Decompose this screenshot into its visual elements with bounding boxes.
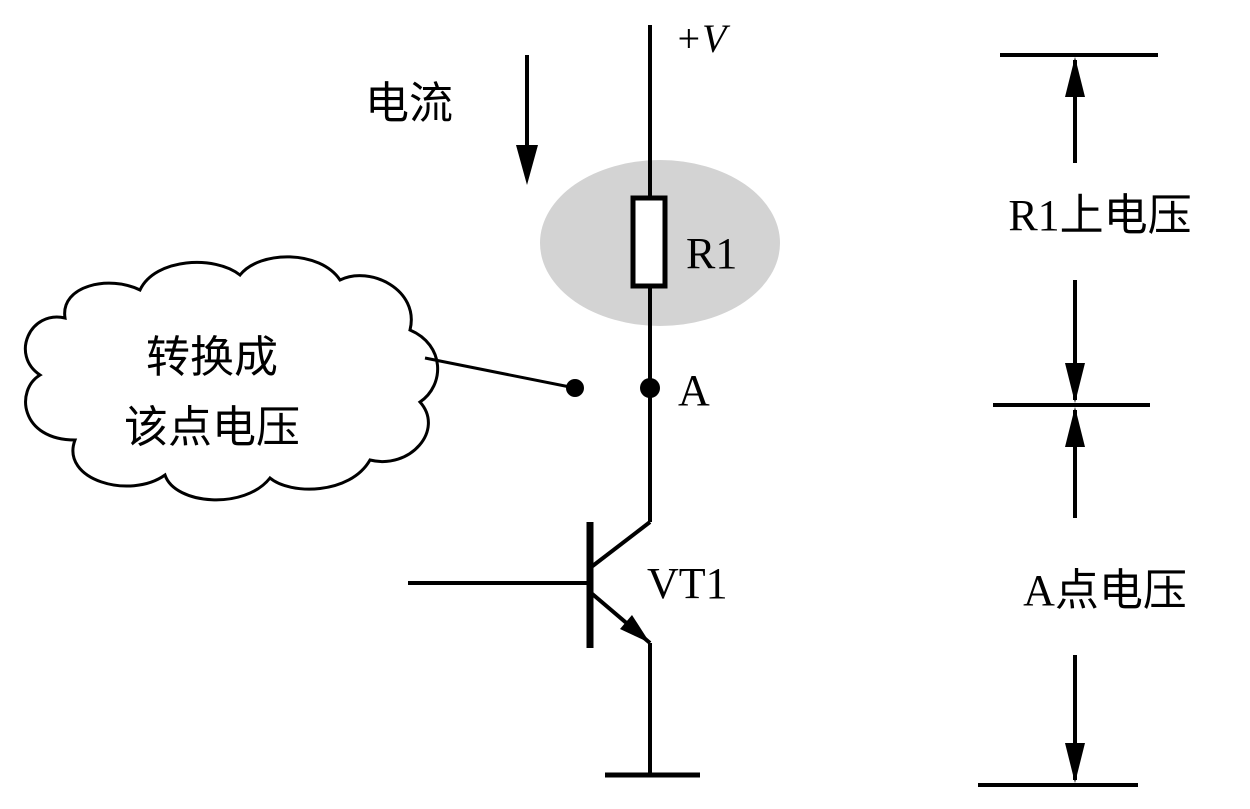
emitter-arrow <box>620 615 650 643</box>
r1-dim-up-arrowhead <box>1065 57 1085 97</box>
node-a-label: A <box>678 366 710 415</box>
resistor-r1 <box>630 195 668 289</box>
cloud-pointer <box>424 356 576 390</box>
current-label: 电流 <box>365 78 453 129</box>
supply-label: +V <box>675 16 731 61</box>
a-dim-down-arrowhead <box>1065 743 1085 783</box>
resistor-label: R1 <box>686 229 737 278</box>
cloud-pointer-dot <box>566 379 584 397</box>
r1-dim-down-arrowhead <box>1065 363 1085 403</box>
current-arrow-head <box>516 145 538 185</box>
thought-cloud <box>23 255 440 502</box>
collector-lead <box>588 520 652 570</box>
a-dim-up-arrowhead <box>1065 407 1085 447</box>
transistor-label: VT1 <box>647 559 728 608</box>
cloud-text-line2: 该点电压 <box>124 402 300 453</box>
node-a-dot <box>640 378 660 398</box>
r1-voltage-label: R1上电压 <box>1008 191 1191 240</box>
cloud-text-line1: 转换成 <box>146 332 278 383</box>
a-voltage-label: A点电压 <box>1023 566 1187 615</box>
